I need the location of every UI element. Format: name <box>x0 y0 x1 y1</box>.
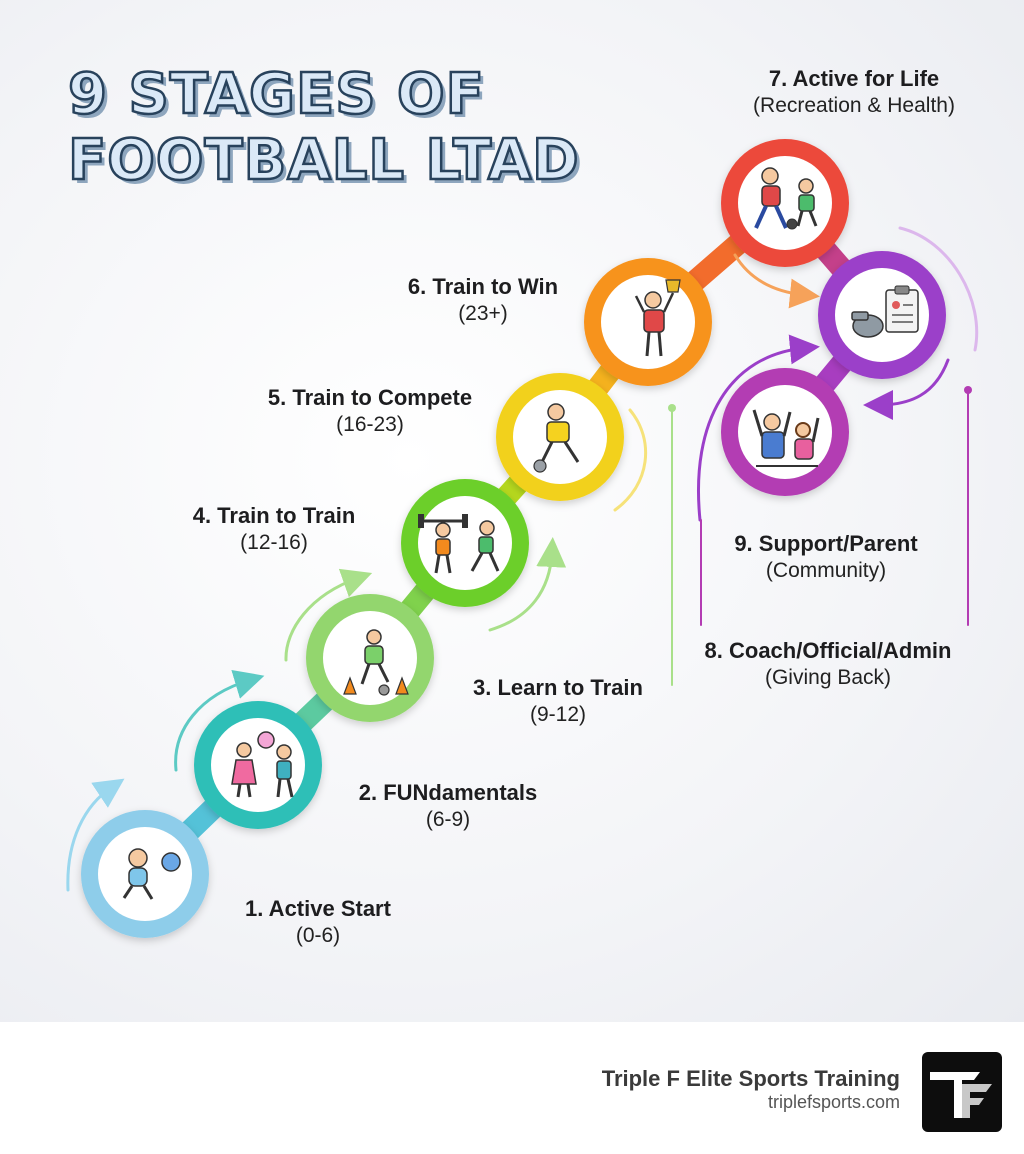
brand-url: triplefsports.com <box>767 1092 900 1112</box>
arc-stage-8 <box>898 226 979 352</box>
stage-9-label: 9. Support/Parent (Community) <box>661 530 991 584</box>
cheering-parents-icon <box>752 409 820 467</box>
stage-6-name: 6. Train to Win <box>407 274 559 299</box>
stage-7-name: 7. Active for Life <box>768 66 940 91</box>
stage-6-label: 6. Train to Win (23+) <box>318 273 648 327</box>
trophy-player-icon <box>634 279 681 357</box>
stage-5-label: 5. Train to Compete (16-23) <box>205 384 535 438</box>
stage-4-name: 4. Train to Train <box>192 503 356 528</box>
arc-stage-5 <box>613 408 648 512</box>
kids-playing-ball-icon <box>231 731 294 798</box>
stage-8-circle <box>818 251 946 379</box>
stage-4-circle <box>401 479 529 607</box>
stage-4-range: (12-16) <box>240 531 308 554</box>
stage-9-range: (Community) <box>765 559 887 582</box>
stage-7-label: 7. Active for Life (Recreation & Health) <box>689 65 1019 119</box>
whistle-clipboard-icon <box>851 285 919 338</box>
stage-2-range: (6-9) <box>425 808 471 831</box>
stage-icons <box>122 167 919 900</box>
stage-2-name: 2. FUNdamentals <box>358 780 538 805</box>
stage-2-label: 2. FUNdamentals (6-9) <box>283 779 613 833</box>
arrow-to-stage-3 <box>174 669 265 772</box>
adult-child-playing-icon <box>754 167 818 230</box>
stage-5-range: (16-23) <box>336 413 404 436</box>
stage-diagram <box>66 139 979 938</box>
stage-3-range: (9-12) <box>529 703 587 726</box>
triple-f-logo-icon <box>922 1052 1002 1132</box>
stage-1-name: 1. Active Start <box>245 896 391 921</box>
dribbling-cones-icon <box>343 629 409 696</box>
page-title: 9 STAGES OF FOOTBALL LTAD <box>67 61 580 195</box>
pointer-dot-stage-3 <box>668 404 676 412</box>
stage-8-label: 8. Coach/Official/Admin (Giving Back) <box>663 637 993 691</box>
arrow-from-stage-9 <box>697 334 820 522</box>
stage-7-range: (Recreation & Health) <box>753 94 955 117</box>
stage-6-range: (23+) <box>458 302 508 325</box>
pointer-dot-stage-8 <box>964 386 972 394</box>
arrow-to-stage-8 <box>733 253 820 309</box>
stage-9-name: 9. Support/Parent <box>734 531 918 556</box>
arrow-to-stage-9 <box>863 358 950 420</box>
stage-2-circle <box>194 701 322 829</box>
stage-5-name: 5. Train to Compete <box>267 385 473 410</box>
stage-8-range: (Giving Back) <box>764 666 892 689</box>
arrow-to-stage-4 <box>284 568 373 662</box>
weightlifting-running-icon <box>418 514 500 574</box>
footer: Triple F Elite Sports Training triplefsp… <box>0 1022 1024 1154</box>
arrow-to-stage-2 <box>66 778 125 892</box>
stage-1-label: 1. Active Start (0-6) <box>153 895 483 949</box>
stage-3-label: 3. Learn to Train (9-12) <box>393 674 723 728</box>
brand-name: Triple F Elite Sports Training <box>601 1066 900 1091</box>
baby-ball-icon <box>122 848 181 900</box>
stage-3-name: 3. Learn to Train <box>473 675 643 700</box>
soccer-player-icon <box>533 403 580 473</box>
stage-1-range: (0-6) <box>295 924 341 947</box>
stage-7-circle <box>721 139 849 267</box>
progress-arrows <box>66 226 979 892</box>
stage-4-label: 4. Train to Train (12-16) <box>109 502 439 556</box>
stage-8-name: 8. Coach/Official/Admin <box>704 638 952 663</box>
arrow-to-stage-5 <box>488 537 567 632</box>
